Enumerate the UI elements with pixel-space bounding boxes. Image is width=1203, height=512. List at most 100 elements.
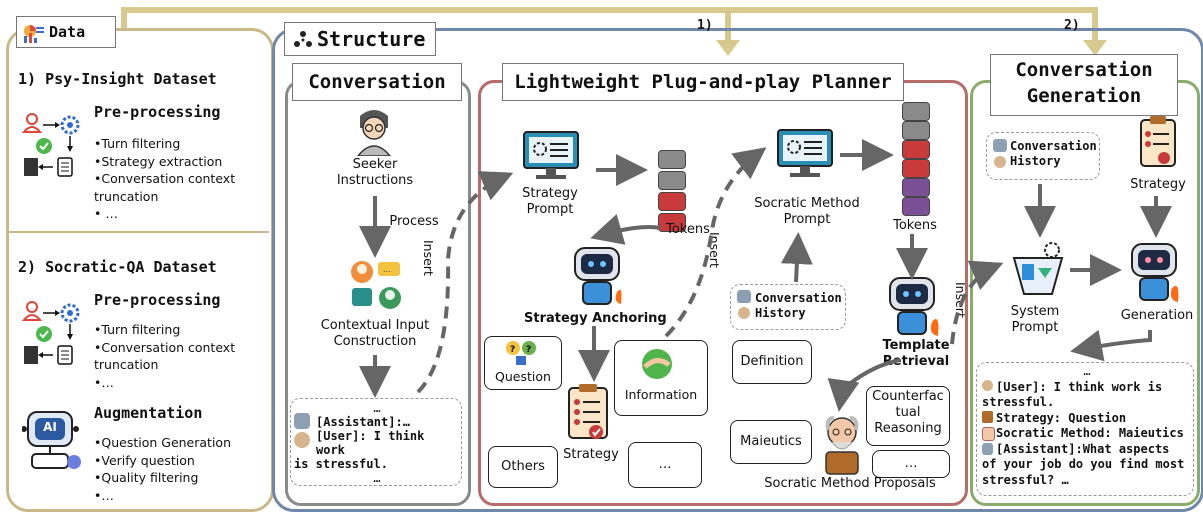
label-line: Seeker <box>352 157 398 172</box>
maieutics-bubble: Maieutics <box>730 420 812 464</box>
step-item: • … <box>94 206 118 221</box>
socratic-monitor-icon <box>776 128 834 184</box>
out-line: … <box>1083 364 1091 378</box>
label-line: Retrieval <box>882 354 950 369</box>
label-line: Conversation <box>755 291 842 305</box>
process-label: Process <box>389 214 439 229</box>
definition-bubble: Definition <box>732 340 812 384</box>
conversation-context-box <box>290 398 462 486</box>
seeker-avatar <box>350 108 398 160</box>
preprocess-title-1: Pre-processing <box>94 103 221 121</box>
ellipsis-label: … <box>658 457 672 472</box>
history-icon <box>992 138 1008 176</box>
definition-label: Definition <box>740 354 804 369</box>
out-line: [User]: I think work is <box>996 379 1163 394</box>
step-2-label: 2) <box>1064 18 1080 33</box>
generation-label: Generation <box>1120 308 1194 323</box>
assistant-icon <box>294 413 310 429</box>
template-retrieval-label: Template Retrieval <box>868 338 964 370</box>
out-line: [Assistant]:What aspects <box>996 441 1170 456</box>
label-line: Counterfac <box>872 389 944 404</box>
generation-header: Conversation Generation <box>990 54 1178 116</box>
step-item: •Verify question <box>94 452 195 468</box>
counterfactual-bubble: Counterfac tual Reasoning <box>866 386 950 446</box>
conversation-context-text: … [Assistant]:… [User]: I think work is … <box>294 401 460 485</box>
socratic-qa-steps: •Turn filtering •Conversation context tr… <box>94 321 235 391</box>
out-line: of your job do you find most <box>982 457 1185 471</box>
strategy-anchoring-label: Strategy Anchoring <box>524 311 667 326</box>
step-1-label: 1) <box>697 18 713 33</box>
generation-robot-icon <box>1124 240 1186 308</box>
preprocess-icon-2 <box>21 300 82 370</box>
svg-text:?: ? <box>510 345 515 355</box>
socratic-proposals-label: Socratic Method Proposals <box>764 476 936 491</box>
data-header-label: Data <box>49 23 86 41</box>
header-line: Generation <box>1026 85 1142 107</box>
information-bubble: Information <box>614 340 708 416</box>
psy-insight-title: 1) Psy-Insight Dataset <box>18 70 217 88</box>
seeker-instructions-label: Seeker Instructions <box>320 157 430 189</box>
strategy-icon <box>982 411 993 423</box>
ai-label: AI <box>43 420 57 434</box>
augmentation-steps: •Question Generation •Verify question •Q… <box>94 434 231 504</box>
token <box>658 213 686 232</box>
user-icon <box>294 432 310 448</box>
template-robot-icon <box>880 274 946 342</box>
tokens-label-1: Tokens <box>666 222 710 237</box>
contextual-input-label: Contextual Input Construction <box>300 318 450 350</box>
step-item: •Conversation context <box>94 339 236 355</box>
step-item: truncation <box>94 357 159 372</box>
planner-header: Lightweight Plug-and-play Planner <box>502 63 904 101</box>
preprocess-title-2: Pre-processing <box>94 291 221 309</box>
question-people-icon: ?? <box>504 340 538 370</box>
step-item: •Conversation context <box>94 171 236 186</box>
people-chat-icon: ... <box>348 258 406 316</box>
psy-insight-steps: •Turn filtering •Strategy extraction •Co… <box>94 135 235 223</box>
step-item: •Question Generation <box>94 435 231 450</box>
out-line: Strategy: Question <box>996 410 1127 425</box>
label-line: Strategy <box>522 186 578 201</box>
label-line: Socratic Method <box>754 196 860 211</box>
structure-header: Structure <box>284 22 436 56</box>
token <box>658 171 686 190</box>
strategy-label: Strategy <box>563 447 619 462</box>
label-line: History <box>755 306 806 320</box>
out-line: Socratic Method: Maieutics <box>996 426 1184 440</box>
ellipsis-bubble-2: … <box>872 450 950 478</box>
label-line: Prompt <box>526 202 574 217</box>
label-line: Prompt <box>783 212 831 227</box>
structure-header-label: Structure <box>317 27 426 51</box>
out-line: stressful? … <box>982 472 1069 487</box>
conversation-header: Conversation <box>292 63 462 101</box>
socrates-mini-icon <box>982 427 995 441</box>
system-prompt-icon <box>1008 240 1068 304</box>
token <box>902 121 930 140</box>
token <box>902 197 930 216</box>
ctx-line: [User]: I think work <box>316 429 425 457</box>
strategy-label-2: Strategy <box>1130 177 1186 192</box>
token <box>902 140 930 159</box>
data-divider <box>7 231 269 233</box>
database-icon <box>23 24 44 43</box>
token <box>658 150 686 169</box>
ai-robot-icon: AI <box>21 406 86 472</box>
strategy-clipboard-icon <box>566 382 610 446</box>
ellipsis-label: … <box>904 456 918 471</box>
history-label-planner: Conversation History <box>755 291 842 321</box>
ctx-line: [Assistant]:… <box>316 415 410 429</box>
assistant-icon <box>982 443 993 455</box>
strategy-prompt-label: Strategy Prompt <box>510 186 590 218</box>
history-label-generation: Conversation History <box>1010 139 1097 169</box>
preprocess-icon-1 <box>21 112 82 182</box>
token <box>902 159 930 178</box>
out-line: stressful. <box>982 395 1055 409</box>
svg-text:?: ? <box>526 345 531 355</box>
strategy-monitor-icon <box>522 130 580 186</box>
socratic-qa-title: 2) Socratic-QA Dataset <box>18 258 217 276</box>
token <box>658 192 686 211</box>
label-line: System <box>1010 304 1060 319</box>
svg-text:...: ... <box>383 265 391 274</box>
label-line: History <box>1010 154 1061 168</box>
